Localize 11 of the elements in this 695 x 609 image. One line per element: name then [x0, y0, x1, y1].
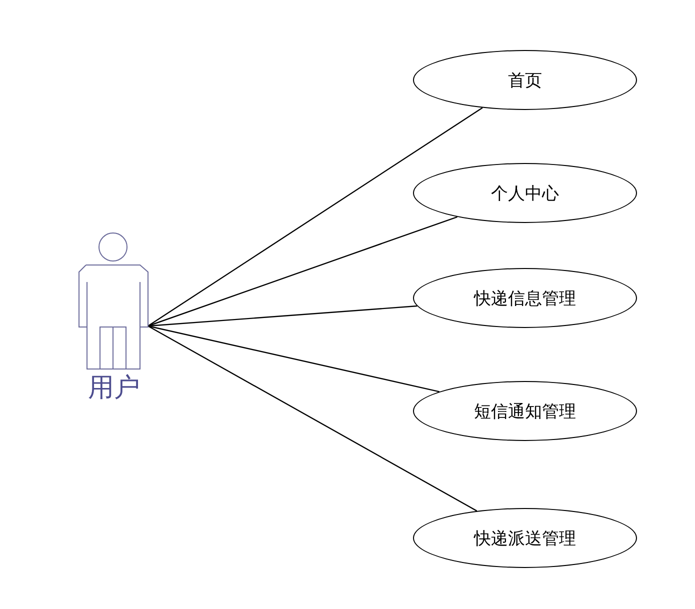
use-case-ellipse: 快递派送管理	[413, 508, 637, 568]
connector-line	[148, 107, 483, 326]
use-case-ellipse: 个人中心	[413, 163, 637, 223]
connector-line	[148, 305, 418, 327]
connector-line	[148, 325, 440, 392]
use-case-ellipse: 首页	[413, 50, 637, 110]
connector-line	[148, 216, 458, 327]
actor-label: 用户	[87, 372, 141, 404]
use-case-ellipse: 快递信息管理	[413, 268, 637, 328]
use-case-ellipse: 短信通知管理	[413, 381, 637, 441]
connector-line	[148, 325, 478, 512]
